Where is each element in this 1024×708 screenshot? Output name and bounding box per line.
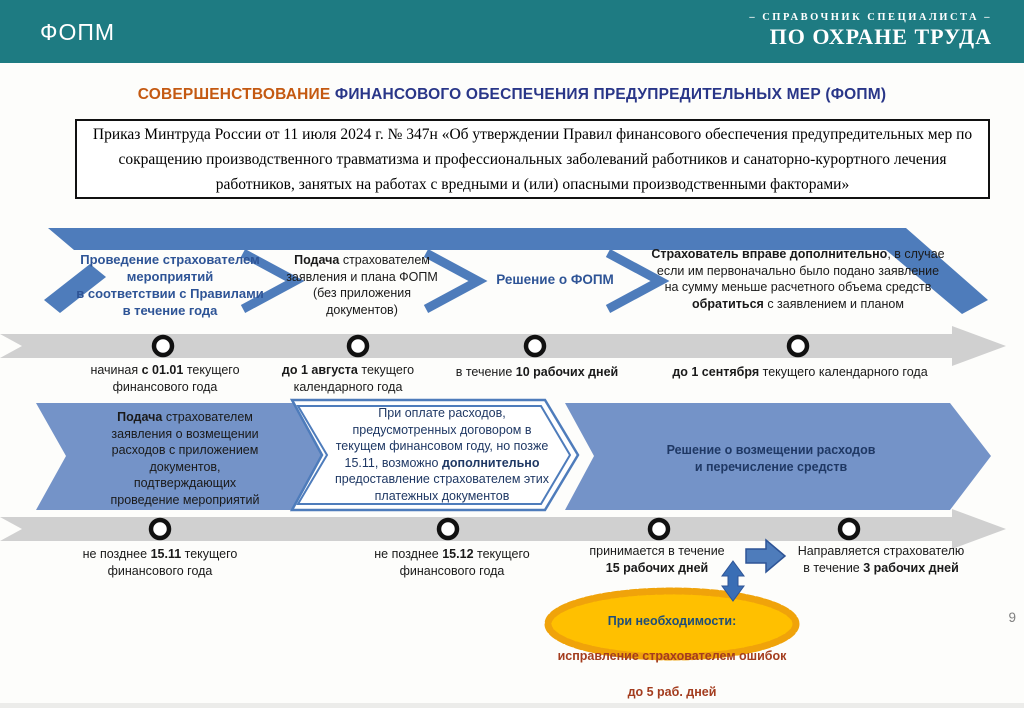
brand-logo: – СПРАВОЧНИК СПЕЦИАЛИСТА – ПО ОХРАНЕ ТРУ…	[749, 12, 992, 50]
note-text: При необходимости: исправление страховат…	[547, 595, 797, 708]
timeline1-label-1: начиная с 01.01 текущего финансового год…	[90, 363, 240, 394]
flow2-arrow-decision	[565, 403, 991, 510]
chevron-separator-icon	[605, 249, 670, 313]
page-number: 9	[1008, 610, 1016, 625]
flow2-step-decision: Решение о возмещении расходов и перечисл…	[666, 443, 876, 474]
decree-box: Приказ Минтруда России от 11 июля 2024 г…	[75, 119, 990, 199]
flow1-step-application: Подача страхователем заявления и плана Ф…	[286, 253, 438, 317]
milestone-circle	[786, 334, 810, 358]
page-title-accent: СОВЕРШЕНСТВОВАНИЕ	[137, 86, 331, 103]
note-line-3: до 5 раб. дней	[627, 684, 717, 699]
timeline2-band	[0, 509, 1006, 549]
timeline1-label-3: в течение 10 рабочих дней	[455, 365, 619, 379]
flow2-step-optional: При оплате расходов, предусмотренных дог…	[335, 406, 549, 503]
milestone-circle	[647, 517, 671, 541]
flow2-arrow-optional-outer	[289, 398, 580, 512]
flow1-band-arrow	[48, 228, 988, 314]
timeline2-label-2: не позднее 15.12 текущего финансового го…	[374, 547, 530, 578]
timeline1-left-notch	[0, 334, 22, 358]
page-title: СОВЕРШЕНСТВОВАНИЕ ФИНАНСОВОГО ОБЕСПЕЧЕНИ…	[0, 86, 1024, 104]
timeline2-label-3: принимается в течение 15 рабочих дней	[589, 544, 725, 575]
note-blob	[544, 587, 800, 661]
flow2-arrow-optional-inner	[296, 405, 572, 505]
timeline1-label-4: до 1 сентября текущего календарного года	[672, 365, 928, 379]
brand-line-2: ПО ОХРАНЕ ТРУДА	[769, 24, 992, 49]
timeline1-band	[0, 326, 1006, 366]
milestone-circle	[346, 334, 370, 358]
flow1-step-additional: Страхователь вправе дополнительно, в слу…	[651, 247, 945, 311]
timeline2-left-notch	[0, 517, 22, 541]
milestone-circle	[837, 517, 861, 541]
note-line-2: исправление страхователем ошибок	[557, 649, 787, 664]
note-line-1: При необходимости:	[607, 613, 737, 628]
flow1-step-conduct: Проведение страхователем мероприятий в с…	[76, 252, 264, 319]
bottom-edge	[0, 703, 1024, 708]
milestone-circle	[148, 517, 172, 541]
flow1-tail-stroke	[44, 264, 106, 313]
flow1-step-decision: Решение о ФОПМ	[496, 272, 614, 287]
transfer-arrow-icon	[745, 538, 787, 574]
milestone-circle	[523, 334, 547, 358]
chevron-separator-icon	[423, 249, 488, 313]
milestone-circle	[151, 334, 175, 358]
decree-text: Приказ Минтруда России от 11 июля 2024 г…	[92, 125, 973, 193]
timeline2-label-1: не позднее 15.11 текущего финансового го…	[82, 547, 238, 578]
page-title-rest: ФИНАНСОВОГО ОБЕСПЕЧЕНИЯ ПРЕДУПРЕДИТЕЛЬНЫ…	[330, 86, 887, 103]
double-arrow-icon	[721, 560, 745, 602]
timeline2-label-4: Направляется страхователю в течение 3 ра…	[797, 544, 965, 575]
flow2-step-submit: Подача страхователем заявления о возмеще…	[110, 410, 260, 507]
chevron-separator-icon	[240, 249, 305, 313]
milestone-circle	[436, 517, 460, 541]
brand-line-1: – СПРАВОЧНИК СПЕЦИАЛИСТА –	[749, 12, 992, 23]
header-bar: ФОПМ – СПРАВОЧНИК СПЕЦИАЛИСТА – ПО ОХРАН…	[0, 0, 1024, 63]
timeline1-label-2: до 1 августа текущего календарного года	[281, 363, 415, 394]
flow2-arrow-submit	[36, 403, 332, 510]
header-title: ФОПМ	[40, 19, 116, 45]
